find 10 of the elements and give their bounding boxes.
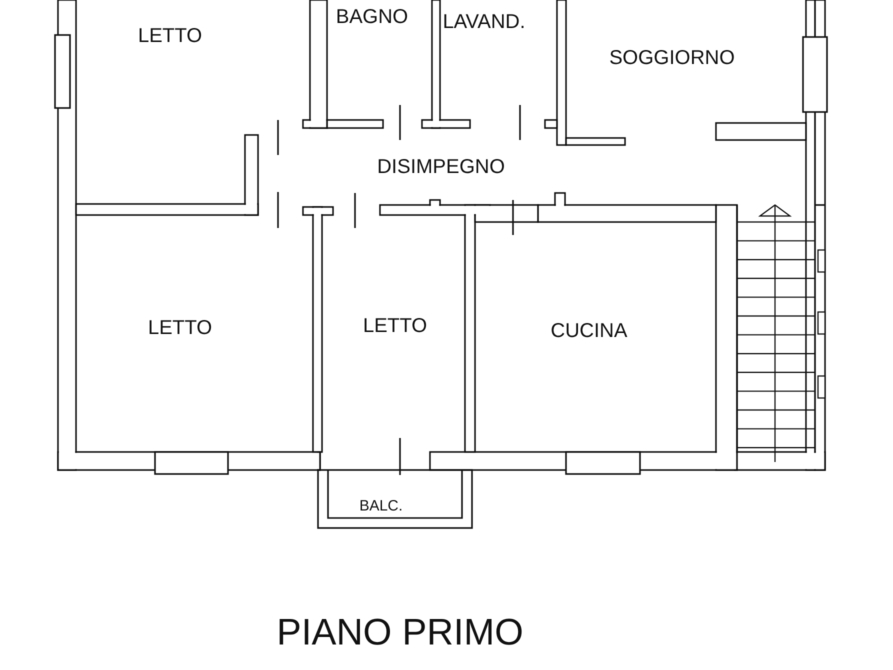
- room-label: SOGGIORNO: [609, 48, 735, 68]
- room-label: BALC.: [359, 498, 403, 514]
- room-label: BAGNO: [336, 7, 408, 27]
- room-label: LETTO: [148, 318, 212, 338]
- room-label: LETTO: [138, 26, 202, 46]
- plan-title: PIANO PRIMO: [276, 614, 524, 650]
- room-label: DISIMPEGNO: [377, 157, 505, 177]
- room-label: CUCINA: [550, 321, 628, 341]
- room-label: LETTO: [362, 316, 428, 336]
- room-label: LAVAND.: [442, 12, 526, 32]
